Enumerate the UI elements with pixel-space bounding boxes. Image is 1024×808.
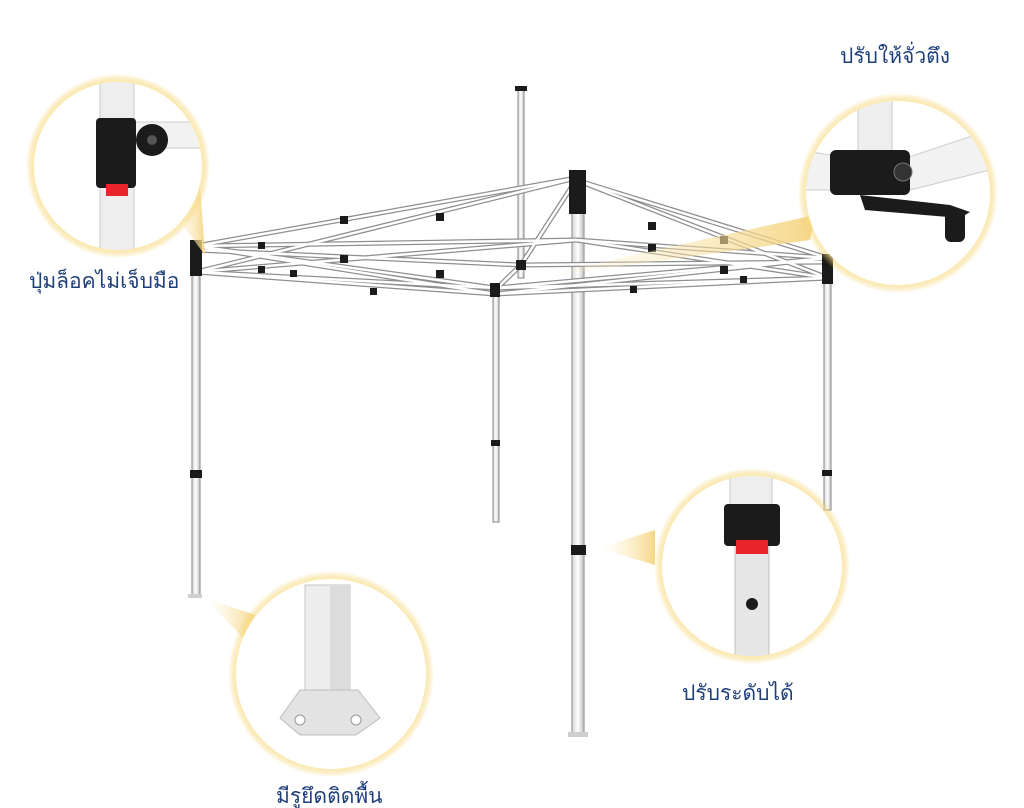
- detail-lock-button: [26, 74, 210, 258]
- label-adjust-height: ปรับระดับได้: [682, 681, 794, 705]
- detail-ground-anchor: [228, 571, 434, 777]
- label-lock-button: ปุ่มล็อคไม่เจ็บมือ: [29, 269, 180, 293]
- tent-trusses-highlight: [194, 176, 830, 296]
- label-ground-anchor: มีรูยึดติดพื้น: [276, 784, 383, 808]
- beam-tension: [520, 215, 815, 280]
- beam-height: [598, 530, 655, 565]
- detail-tension-crank: [798, 93, 998, 293]
- frame-joints: [188, 170, 833, 737]
- detail-height-adjust: [654, 468, 850, 664]
- tent-frame: [191, 86, 832, 736]
- label-adjust-tension: ปรับให้จั่วตึง: [840, 44, 951, 68]
